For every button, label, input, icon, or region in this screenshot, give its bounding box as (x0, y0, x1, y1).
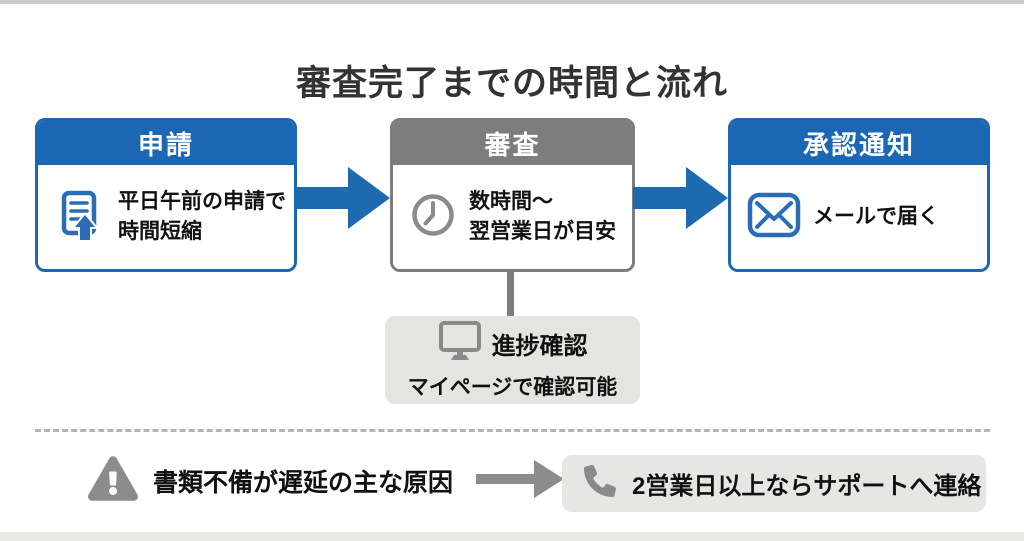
support-pill: 2営業日以上ならサポートへ連絡 (562, 455, 986, 512)
footer-warning-row: 書類不備が遅延の主な原因 (88, 456, 566, 506)
flow-arrow-icon (295, 165, 391, 236)
support-text: 2営業日以上ならサポートへ連絡 (632, 473, 982, 500)
step-body-review: 数時間〜 翌営業日が目安 (393, 165, 632, 269)
dashed-divider (35, 429, 990, 432)
step-box-review: 審査 数時間〜 翌営業日が目安 (390, 118, 635, 272)
progress-subtitle: マイページで確認可能 (407, 375, 618, 399)
warning-triangle-icon (88, 456, 139, 506)
document-upload-icon (54, 189, 106, 246)
flow-arrow-icon (633, 165, 729, 236)
step-body-notify: メールで届く (731, 165, 987, 269)
warning-text: 書類不備が遅延の主な原因 (153, 469, 454, 497)
clock-icon (409, 191, 457, 244)
top-edge-strip (0, 0, 1024, 4)
step-body-apply: 平日午前の申請で 時間短縮 (38, 165, 294, 269)
page-title: 審査完了までの時間と流れ (295, 64, 728, 104)
progress-title: 進捗確認 (491, 332, 588, 360)
bottom-edge-strip (0, 532, 1024, 541)
step-box-notify: 承認通知 メールで届く (728, 118, 990, 272)
progress-box: 進捗確認 マイページで確認可能 (385, 316, 640, 404)
monitor-icon (438, 320, 482, 367)
step-header-review: 審査 (393, 121, 632, 165)
mail-icon (747, 192, 801, 243)
phone-icon (584, 464, 616, 502)
step-box-apply: 申請 平日午前の申請で 時間短縮 (35, 118, 297, 272)
footer-arrow-icon (476, 459, 566, 504)
step-text-apply: 平日午前の申請で 時間短縮 (118, 189, 286, 243)
connector-line (507, 269, 514, 319)
step-text-review: 数時間〜 翌営業日が目安 (469, 189, 616, 243)
progress-title-row: 進捗確認 (438, 320, 588, 367)
step-text-notify: メールで届く (813, 204, 939, 228)
step-header-notify: 承認通知 (731, 121, 987, 165)
step-header-apply: 申請 (38, 121, 294, 165)
